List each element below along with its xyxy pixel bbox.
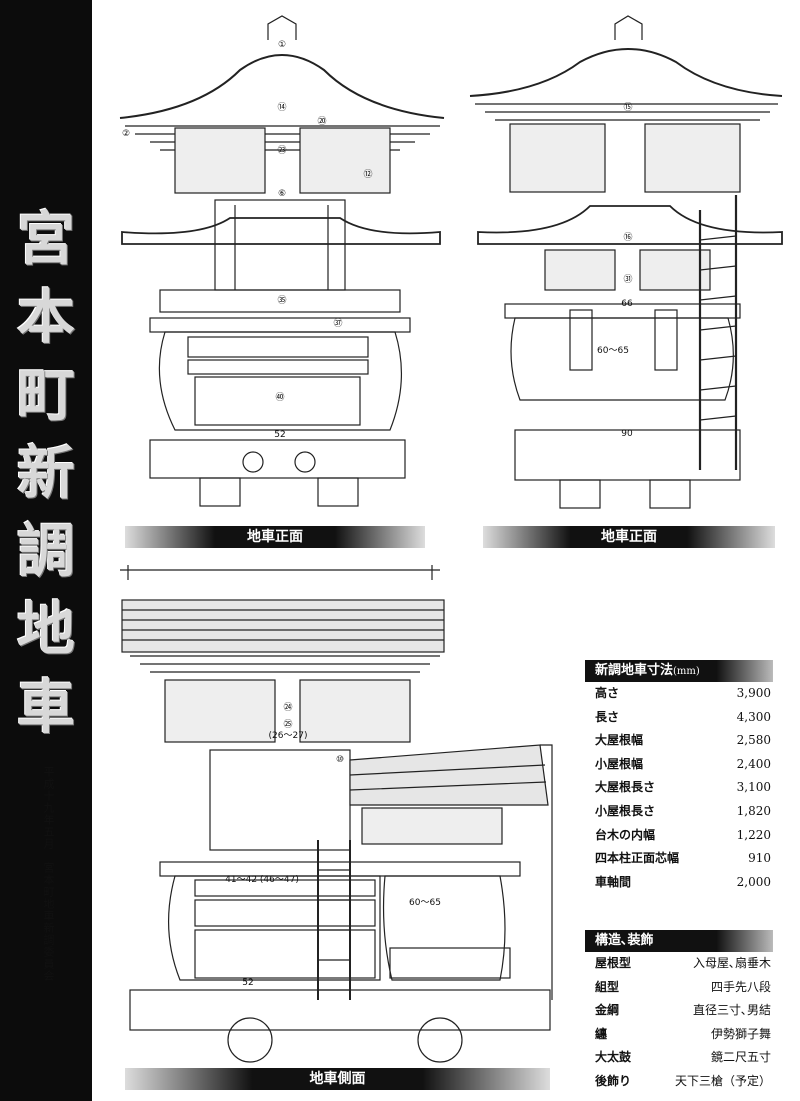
structure-heading: 構造､装飾 <box>585 930 773 952</box>
marker-31: ㉛ <box>623 274 632 285</box>
marker-52-side: 52 <box>242 978 253 988</box>
row-label: 大屋根長さ <box>595 780 656 795</box>
dimensions-row: 大屋根長さ 3,100 <box>585 776 773 800</box>
title-char: 宮 <box>16 205 75 273</box>
marker-16: ⑯ <box>623 232 632 243</box>
marker-37: ㊲ <box>333 318 342 329</box>
marker-66: 66 <box>621 299 633 309</box>
marker-20: ⑳ <box>317 116 326 127</box>
row-value: 入母屋､扇垂木 <box>692 956 771 970</box>
marker-40: ㊵ <box>275 392 284 403</box>
row-value: 4,300 <box>736 709 771 724</box>
row-label: 小屋根長さ <box>595 803 656 818</box>
title-char: 新 <box>16 439 75 507</box>
dimensions-heading: 新調地車寸法(mm) <box>585 660 773 682</box>
row-label: 纏 <box>595 1026 608 1041</box>
title-char: 町 <box>16 361 75 429</box>
row-value: 鏡二尺五寸 <box>710 1050 771 1065</box>
dimensions-row: 長さ 4,300 <box>585 706 773 730</box>
title-char: 調 <box>16 517 75 585</box>
structure-row: 後飾り 天下三槍（予定） <box>585 1070 773 1094</box>
structure-row: 組型 四手先八段 <box>585 976 773 1000</box>
dimensions-row: 車軸間 2,000 <box>585 871 773 895</box>
marker-23: ㉓ <box>277 145 286 156</box>
dimensions-table: 新調地車寸法(mm) 高さ 3,900 長さ 4,300 大屋根幅 2,580 小屋根幅 2,… <box>585 660 773 894</box>
row-value: 910 <box>748 851 771 866</box>
row-label: 大太鼓 <box>595 1050 632 1065</box>
marker-60-65-side: 60～65 <box>409 898 441 908</box>
marker-14: ⑭ <box>277 102 286 113</box>
row-value: 天下三槍（予定） <box>674 1073 771 1088</box>
row-value: 2,580 <box>736 733 771 748</box>
dimensions-row: 小屋根幅 2,400 <box>585 753 773 777</box>
structure-row: 屋根型 入母屋､扇垂木 <box>585 952 773 976</box>
row-label: 長さ <box>595 709 620 724</box>
dimensions-rows: 高さ 3,900 長さ 4,300 大屋根幅 2,580 小屋根幅 2,400 大屋根長さ 3,1… <box>585 682 773 894</box>
row-value: 3,100 <box>736 780 771 795</box>
row-label: 小屋根幅 <box>595 756 644 771</box>
row-label: 金綱 <box>595 1003 620 1018</box>
dimensions-row: 台木の内幅 1,220 <box>585 824 773 848</box>
dimensions-row: 高さ 3,900 <box>585 682 773 706</box>
dimensions-row: 小屋根長さ 1,820 <box>585 800 773 824</box>
structure-rows: 屋根型 入母屋､扇垂木組型 四手先八段金綱 直径三寸､男結纏 伊勢獅子舞大太鼓 鏡二尺五寸… <box>585 952 773 1094</box>
row-value: 2,400 <box>736 756 771 771</box>
marker-25: ㉕ <box>283 719 292 730</box>
front-view-right-drawing <box>469 15 783 509</box>
dimensions-row: 大屋根幅 2,580 <box>585 729 773 753</box>
row-label: 四本柱正面芯幅 <box>595 851 680 866</box>
row-value: 直径三寸､男結 <box>692 1003 771 1018</box>
row-value: 1,220 <box>736 827 771 842</box>
row-value: 四手先八段 <box>710 979 771 994</box>
structure-row: 大太鼓 鏡二尺五寸 <box>585 1046 773 1070</box>
title-char: 車 <box>16 673 75 741</box>
marker-52: 52 <box>274 430 285 440</box>
row-value: 2,000 <box>736 874 771 889</box>
title-char: 本 <box>16 283 75 351</box>
caption-front-right: 地車正面 <box>483 526 775 548</box>
row-label: 車軸間 <box>595 874 632 889</box>
subtitle: 平成十九年五月 宮本町地車新調委員会 <box>42 766 55 982</box>
dimensions-unit: (mm) <box>673 666 700 677</box>
row-value: 伊勢獅子舞 <box>710 1026 771 1041</box>
structure-row: 纏 伊勢獅子舞 <box>585 1023 773 1047</box>
marker-12: ⑫ <box>363 169 372 180</box>
marker-6: ⑥ <box>278 189 286 199</box>
dimensions-heading-text: 新調地車寸法 <box>595 663 674 678</box>
marker-2: ② <box>122 129 130 139</box>
row-label: 組型 <box>595 979 620 994</box>
front-view-left-drawing <box>119 15 445 507</box>
caption-side: 地車側面 <box>125 1068 550 1090</box>
part-number-markers: ① ② ⑭ ⑳ ㉓ ⑫ ⑥ ㉟ ㊲ ㊵ 52 ⑮ ⑯ ㉛ 66 60～65 90… <box>122 40 633 988</box>
title-char: 地 <box>16 595 75 663</box>
marker-90: 90 <box>621 429 633 439</box>
row-value: 1,820 <box>736 803 771 818</box>
row-label: 屋根型 <box>595 956 632 970</box>
row-value: 3,900 <box>736 686 771 700</box>
marker-41-42: 41～42 (46～47) <box>225 875 299 885</box>
row-label: 大屋根幅 <box>595 733 644 748</box>
row-label: 高さ <box>595 686 620 700</box>
marker-26-27: (26～27) <box>269 731 308 741</box>
title-band <box>0 0 92 1101</box>
marker-10: ⑩ <box>336 755 344 765</box>
caption-front-left: 地車正面 <box>125 526 425 548</box>
page-title: 宮 本 町 新 調 地 車 <box>0 200 92 746</box>
side-view-drawing <box>120 565 553 1063</box>
marker-60-65: 60～65 <box>597 346 629 356</box>
marker-1: ① <box>278 40 286 50</box>
structure-table: 構造､装飾 屋根型 入母屋､扇垂木組型 四手先八段金綱 直径三寸､男結纏 伊勢獅子舞大太… <box>585 930 773 1094</box>
structure-row: 金綱 直径三寸､男結 <box>585 999 773 1023</box>
row-label: 後飾り <box>595 1073 632 1088</box>
marker-24: ㉔ <box>283 702 292 713</box>
row-label: 台木の内幅 <box>595 827 656 842</box>
marker-15: ⑮ <box>623 102 632 113</box>
dimensions-row: 四本柱正面芯幅 910 <box>585 847 773 871</box>
marker-35: ㉟ <box>277 295 286 306</box>
